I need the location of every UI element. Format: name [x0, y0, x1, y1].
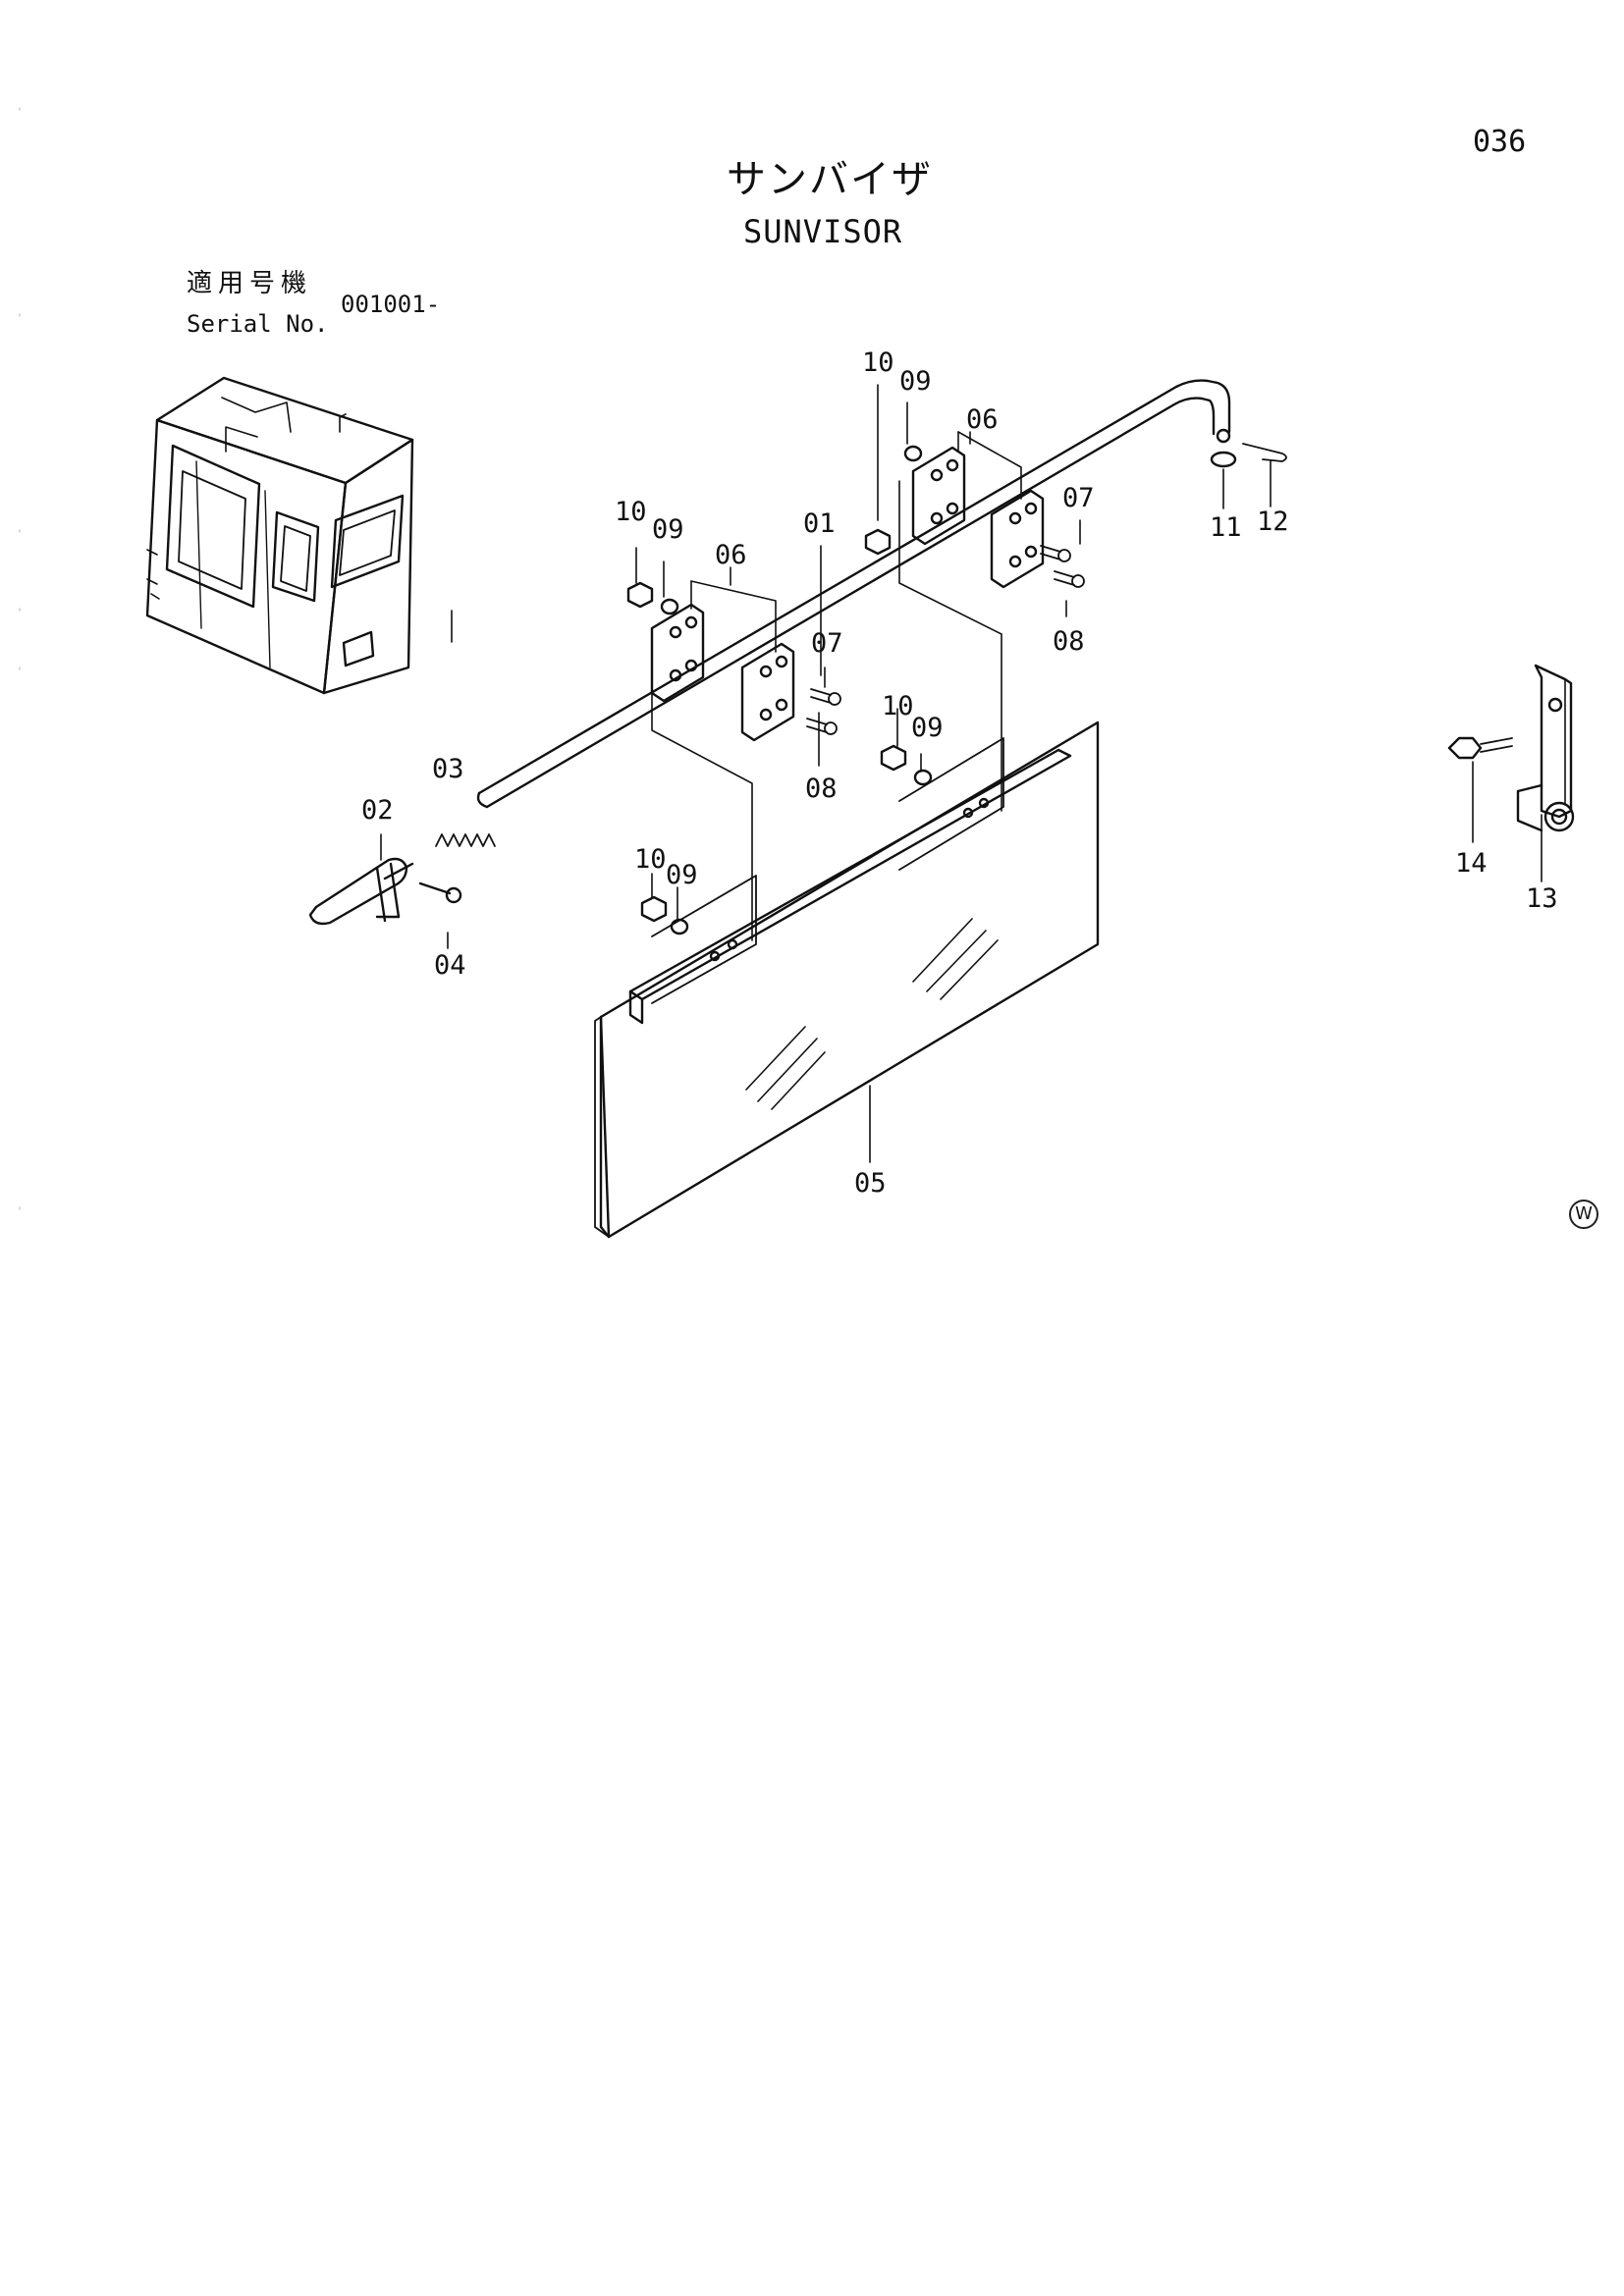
callout-label: 01	[803, 508, 836, 539]
callout-label: 02	[361, 795, 394, 826]
serial-label-japanese: 適用号機	[187, 269, 313, 298]
washer-part-11	[1210, 451, 1237, 468]
bolt-part-14	[1447, 736, 1513, 760]
washers-part-09	[660, 445, 933, 935]
callout-leader-lines	[380, 384, 1543, 1163]
callout-label: 09	[899, 366, 932, 397]
callout-label: 09	[652, 514, 684, 545]
callout-label: 03	[432, 754, 464, 784]
cab-overview-illustration	[145, 376, 414, 695]
callout-label: 07	[1062, 483, 1095, 513]
callout-label: 09	[666, 860, 698, 890]
callout-label: 10	[615, 497, 647, 527]
page-title-english: SUNVISOR	[743, 213, 903, 250]
callout-label: 07	[811, 628, 843, 659]
serial-label-english: Serial No.	[187, 310, 329, 338]
screws-part-07-08	[806, 545, 1085, 735]
rod-part-01	[476, 379, 1231, 809]
sunvisor-panel-part-05	[594, 721, 1100, 1239]
pin-part-02	[308, 857, 414, 926]
callout-label: 08	[805, 774, 838, 804]
screw-part-04	[418, 881, 462, 904]
spring-part-03	[435, 833, 496, 847]
callout-label: 11	[1210, 512, 1242, 543]
callout-labels: 10 09 06 07 08 01 10 09 06 07 08 10 09 1…	[361, 347, 1558, 1199]
callout-label: 10	[634, 844, 667, 875]
callout-label: 08	[1053, 626, 1085, 657]
callout-label: 14	[1455, 848, 1488, 879]
callout-label: 05	[854, 1168, 887, 1199]
callout-label: 10	[862, 347, 894, 378]
callout-label: 06	[715, 540, 747, 570]
serial-number-value: 001001-	[341, 291, 441, 318]
callout-label: 13	[1526, 883, 1558, 914]
hinge-pair-right-part-06	[898, 431, 1045, 812]
visor-bracket-plates	[651, 737, 1004, 1004]
callout-label: 04	[434, 950, 466, 981]
callout-label: 09	[911, 713, 944, 743]
page-title-japanese: サンバイザ	[727, 157, 933, 202]
callout-label: 06	[966, 404, 999, 435]
page-number: 036	[1473, 125, 1527, 159]
circled-w-mark: W	[1569, 1200, 1598, 1229]
nuts-part-10	[626, 528, 907, 923]
callout-label: 12	[1257, 507, 1289, 537]
clip-part-12	[1242, 443, 1287, 462]
bracket-part-13	[1516, 664, 1575, 832]
callout-label: 10	[882, 691, 914, 721]
hinge-pair-left-part-06	[650, 580, 795, 941]
